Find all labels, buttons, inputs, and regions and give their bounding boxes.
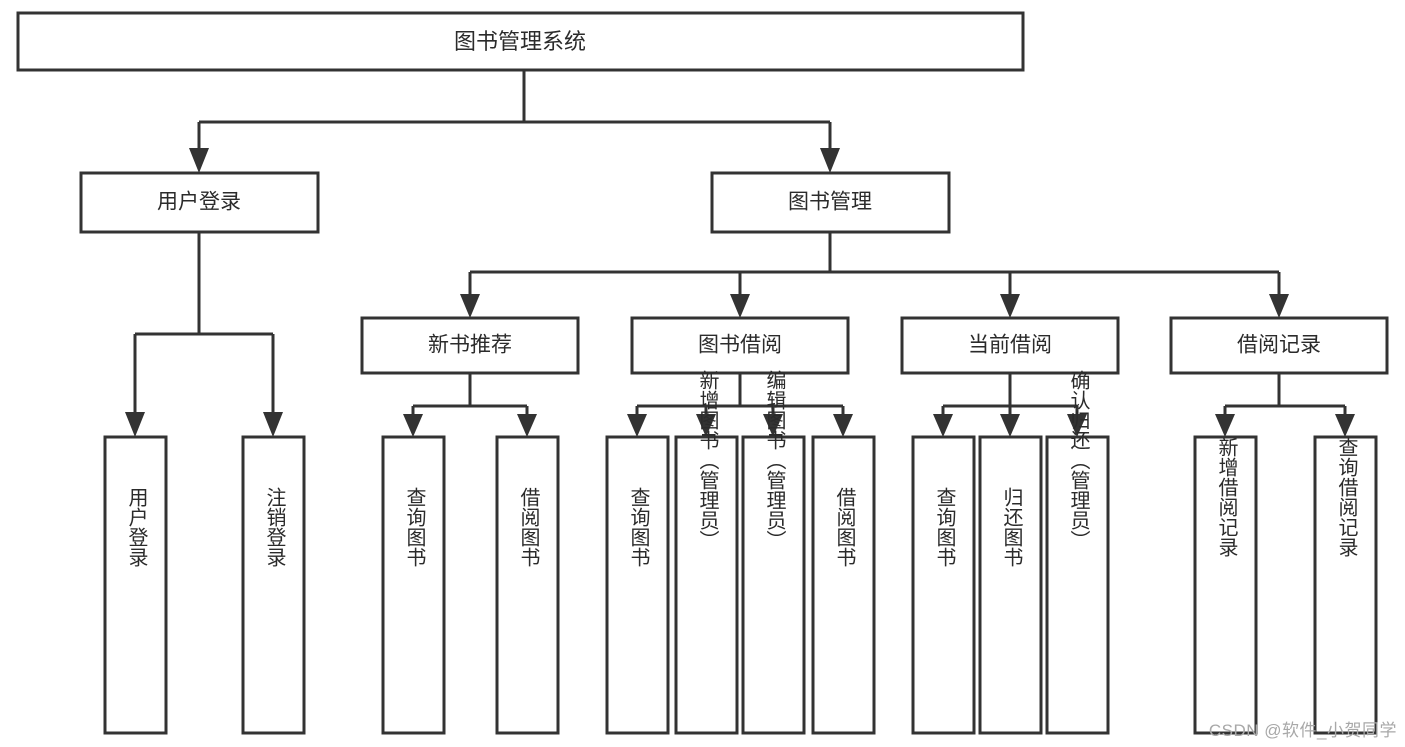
arrow-head-icon xyxy=(1000,414,1020,437)
node-box xyxy=(674,435,739,735)
node-leaf-borrow-book-2[interactable]: 借阅图书 xyxy=(811,435,876,735)
node-label-book-management: 图书管理 xyxy=(788,191,872,214)
node-label-user-login: 用户登录 xyxy=(157,191,241,214)
node-box xyxy=(381,435,446,735)
node-box xyxy=(630,316,850,375)
node-box xyxy=(1313,435,1378,735)
node-box xyxy=(911,435,976,735)
connector-root-to-level2 xyxy=(189,70,840,173)
node-label-leaf-query-book-1: 查询图书 xyxy=(403,487,426,567)
arrow-head-icon xyxy=(1269,294,1289,318)
node-leaf-confirm-return[interactable]: 确认归还（管理员） xyxy=(1045,370,1110,735)
node-label-leaf-borrow-book-1: 借阅图书 xyxy=(517,487,540,567)
node-box xyxy=(79,171,320,234)
node-label-leaf-query-book-2: 查询图书 xyxy=(627,487,650,567)
node-leaf-add-book[interactable]: 新增图书（管理员） xyxy=(674,370,739,735)
node-box xyxy=(1193,435,1258,735)
node-label-root: 图书管理系统 xyxy=(454,29,586,54)
node-label-leaf-user-login: 用户登录 xyxy=(125,487,148,567)
node-box xyxy=(605,435,670,735)
node-box xyxy=(710,171,951,234)
node-label-borrow-record: 借阅记录 xyxy=(1237,334,1321,357)
node-leaf-query-book-3[interactable]: 查询图书 xyxy=(911,435,976,735)
arrow-head-icon xyxy=(263,412,283,437)
node-leaf-query-record[interactable]: 查询借阅记录 xyxy=(1313,435,1378,735)
node-label-leaf-query-record: 查询借阅记录 xyxy=(1335,437,1358,557)
node-current-borrow[interactable]: 当前借阅 xyxy=(900,316,1120,375)
node-leaf-edit-book[interactable]: 编辑图书（管理员） xyxy=(741,370,806,735)
arrow-head-icon xyxy=(460,294,480,318)
connector-bookborrow-to-leaves xyxy=(627,373,853,437)
node-box xyxy=(495,435,560,735)
arrow-head-icon xyxy=(833,414,853,437)
node-leaf-user-login[interactable]: 用户登录 xyxy=(103,435,168,735)
node-label-leaf-confirm-return: 确认归还（管理员） xyxy=(1067,370,1090,550)
arrow-head-icon xyxy=(933,414,953,437)
node-book-borrow[interactable]: 图书借阅 xyxy=(630,316,850,375)
node-box xyxy=(241,435,306,735)
node-box xyxy=(103,435,168,735)
node-label-new-book-recommend: 新书推荐 xyxy=(428,334,512,357)
arrow-head-icon xyxy=(1000,294,1020,318)
connector-currentborrow-to-leaves xyxy=(933,373,1087,437)
arrow-head-icon xyxy=(1067,414,1087,437)
node-box xyxy=(811,435,876,735)
node-label-leaf-logout: 注销登录 xyxy=(263,487,286,567)
node-borrow-record[interactable]: 借阅记录 xyxy=(1169,316,1389,375)
csdn-watermark: CSDN @软件_小贺同学 xyxy=(1208,721,1397,740)
arrow-head-icon xyxy=(189,148,209,173)
connector-bookmanagement-to-level3 xyxy=(460,232,1289,318)
node-leaf-query-book-1[interactable]: 查询图书 xyxy=(381,435,446,735)
node-leaf-return-book[interactable]: 归还图书 xyxy=(978,435,1043,735)
connector-borrowrecord-to-leaves xyxy=(1215,373,1355,437)
node-leaf-query-book-2[interactable]: 查询图书 xyxy=(605,435,670,735)
node-user-login[interactable]: 用户登录 xyxy=(79,171,320,234)
connector-newbook-to-leaves xyxy=(403,373,537,437)
node-leaf-borrow-book-1[interactable]: 借阅图书 xyxy=(495,435,560,735)
arrow-head-icon xyxy=(696,414,716,437)
node-box xyxy=(16,11,1025,72)
node-label-leaf-return-book: 归还图书 xyxy=(1000,487,1023,567)
node-label-leaf-add-book: 新增图书（管理员） xyxy=(696,370,719,550)
arrow-head-icon xyxy=(820,148,840,173)
node-box xyxy=(360,316,580,375)
node-label-current-borrow: 当前借阅 xyxy=(968,334,1052,357)
node-label-leaf-query-book-3: 查询图书 xyxy=(933,487,956,567)
node-label-book-borrow: 图书借阅 xyxy=(698,334,782,357)
node-root-system[interactable]: 图书管理系统 xyxy=(16,11,1025,72)
node-box xyxy=(900,316,1120,375)
node-label-leaf-add-record: 新增借阅记录 xyxy=(1215,437,1238,557)
arrow-head-icon xyxy=(517,414,537,437)
node-box xyxy=(978,435,1043,735)
connector-userlogin-to-leaves xyxy=(125,232,283,437)
arrow-head-icon xyxy=(403,414,423,437)
arrow-head-icon xyxy=(1215,414,1235,437)
node-box xyxy=(1169,316,1389,375)
node-new-book-recommend[interactable]: 新书推荐 xyxy=(360,316,580,375)
arrow-head-icon xyxy=(125,412,145,437)
node-book-management[interactable]: 图书管理 xyxy=(710,171,951,234)
node-label-leaf-edit-book: 编辑图书（管理员） xyxy=(763,370,786,550)
node-box xyxy=(741,435,806,735)
node-leaf-add-record[interactable]: 新增借阅记录 xyxy=(1193,435,1258,735)
arrow-head-icon xyxy=(763,414,783,437)
arrow-head-icon xyxy=(627,414,647,437)
node-box xyxy=(1045,435,1110,735)
node-label-leaf-borrow-book-2: 借阅图书 xyxy=(833,487,856,567)
node-leaf-logout[interactable]: 注销登录 xyxy=(241,435,306,735)
arrow-head-icon xyxy=(1335,414,1355,437)
arrow-head-icon xyxy=(730,294,750,318)
